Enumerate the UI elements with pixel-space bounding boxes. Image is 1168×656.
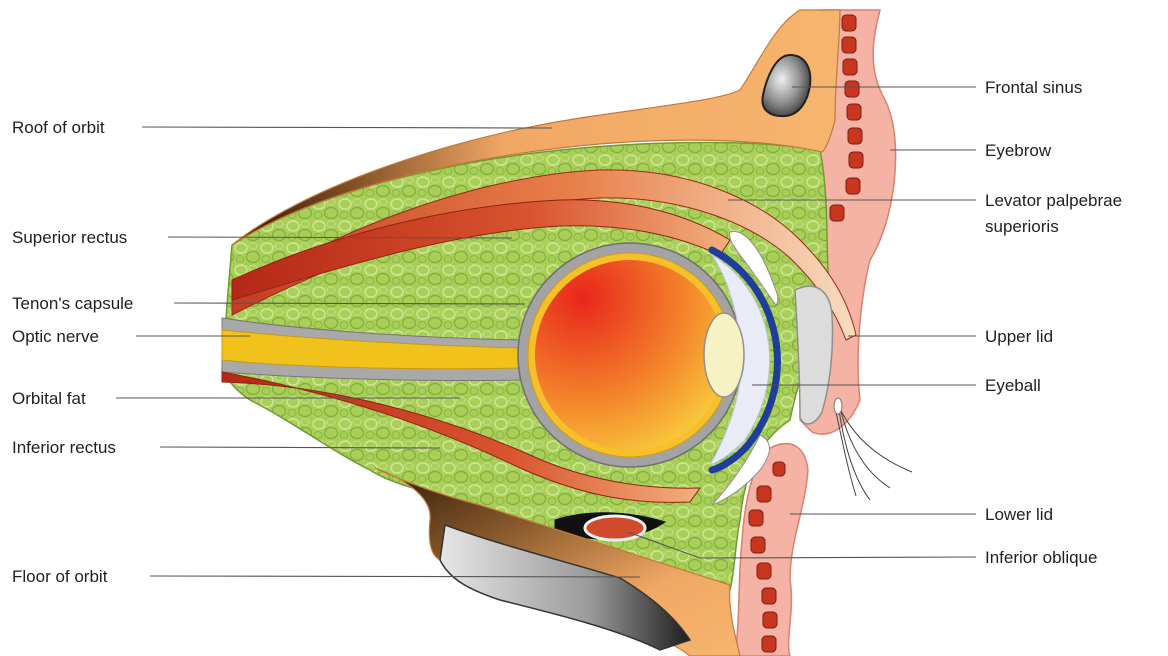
label-frontal-sinus: Frontal sinus bbox=[985, 78, 1082, 97]
label-inferior-oblique: Inferior oblique bbox=[985, 548, 1097, 567]
label-floor-of-orbit: Floor of orbit bbox=[12, 567, 108, 586]
inferior-oblique-muscle bbox=[585, 516, 645, 540]
label-levator-line1: Levator palpebrae bbox=[985, 191, 1122, 210]
label-levator-line2: superioris bbox=[985, 217, 1059, 236]
label-lower-lid: Lower lid bbox=[985, 505, 1053, 524]
lash-root bbox=[834, 398, 842, 414]
label-eyebrow: Eyebrow bbox=[985, 141, 1052, 160]
label-tenons-capsule: Tenon's capsule bbox=[12, 294, 133, 313]
label-roof-of-orbit: Roof of orbit bbox=[12, 118, 105, 137]
label-eyeball: Eyeball bbox=[985, 376, 1041, 395]
label-superior-rectus: Superior rectus bbox=[12, 228, 127, 247]
leader-roof-of-orbit bbox=[142, 127, 552, 128]
label-inferior-rectus: Inferior rectus bbox=[12, 438, 116, 457]
label-optic-nerve: Optic nerve bbox=[12, 327, 99, 346]
label-orbital-fat: Orbital fat bbox=[12, 389, 86, 408]
eyeball-globe bbox=[535, 260, 725, 450]
label-upper-lid: Upper lid bbox=[985, 327, 1053, 346]
lens bbox=[704, 313, 744, 397]
